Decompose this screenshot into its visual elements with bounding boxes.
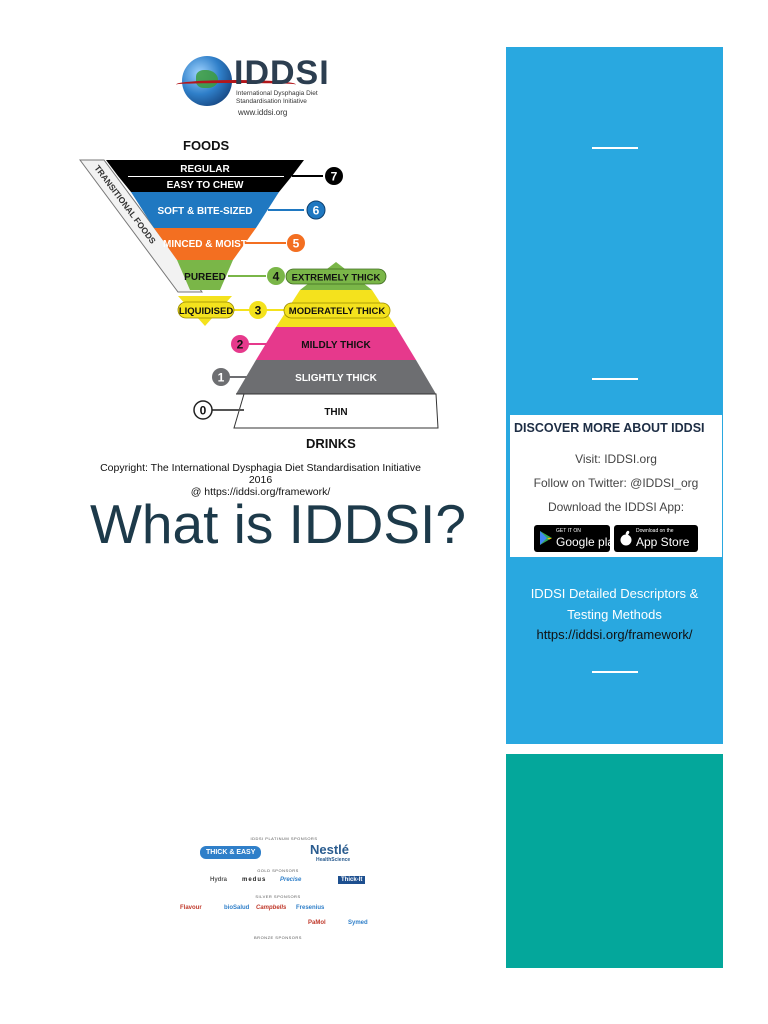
svg-text:MODERATELY THICK: MODERATELY THICK xyxy=(289,306,386,317)
level-6-badge xyxy=(306,200,326,220)
gold-heading: GOLD SPONSORS xyxy=(257,868,299,873)
svg-text:0: 0 xyxy=(200,404,207,418)
discover-box: DISCOVER MORE ABOUT IDDSI Visit: IDDSI.o… xyxy=(510,415,722,557)
platinum-heading: IDDSI PLATINUM SPONSORS xyxy=(250,836,318,841)
level-5-badge xyxy=(287,234,305,252)
level-1-badge xyxy=(212,368,230,386)
silver-heading: SILVER SPONSORS xyxy=(255,894,301,899)
level-slightly-thick xyxy=(236,360,436,394)
descriptors-heading: IDDSI Detailed Descriptors & Testing Met… xyxy=(530,586,699,622)
svg-text:MINCED & MOIST: MINCED & MOIST xyxy=(163,239,247,250)
iddsi-logo: IDDSI International Dysphagia Diet Stand… xyxy=(176,52,330,122)
level-7-badge xyxy=(325,167,343,185)
svg-text:SLIGHTLY THICK: SLIGHTLY THICK xyxy=(295,373,377,384)
svg-text:2: 2 xyxy=(237,338,244,352)
google-play-icon xyxy=(540,531,552,545)
divider xyxy=(592,378,638,380)
drinks-label: DRINKS xyxy=(306,436,356,451)
logo-subtitle: International Dysphagia Diet Standardisa… xyxy=(236,90,318,105)
svg-text:1: 1 xyxy=(218,371,225,385)
twitter-link[interactable]: Follow on Twitter: @IDDSI_org xyxy=(533,476,699,490)
svg-text:4: 4 xyxy=(273,270,280,284)
foods-label: FOODS xyxy=(183,138,230,153)
divider xyxy=(592,147,638,149)
app-store-button[interactable]: Download on the App Store xyxy=(614,525,698,552)
svg-text:REGULAR: REGULAR xyxy=(180,164,230,175)
info-sidebar: DISCOVER MORE ABOUT IDDSI Visit: IDDSI.o… xyxy=(506,47,723,744)
svg-text:THIN: THIN xyxy=(324,407,347,418)
copyright-notice: Copyright: The International Dysphagia D… xyxy=(100,462,421,498)
svg-text:MILDLY THICK: MILDLY THICK xyxy=(301,340,371,351)
logo-url: www.iddsi.org xyxy=(238,108,288,117)
apple-icon xyxy=(620,530,632,546)
level-mildly-thick xyxy=(256,327,416,360)
thick-easy-logo: THICK & EASY xyxy=(200,846,262,859)
level-0-badge xyxy=(193,400,213,420)
logo-wordmark: IDDSI xyxy=(234,54,330,92)
svg-text:PUREED: PUREED xyxy=(184,272,226,283)
level-4-badge xyxy=(267,267,285,285)
iddsi-framework-diagram: FOODS TRANSITIONAL FOODS 7 6 5 4 3 2 1 0… xyxy=(79,138,439,451)
divider xyxy=(592,671,638,673)
google-play-button[interactable]: GET IT ON Google play xyxy=(534,525,620,552)
level-regular xyxy=(106,160,304,176)
level-pureed xyxy=(177,260,233,290)
moderately-thick-pill xyxy=(283,302,391,319)
extremely-thick-pill xyxy=(285,268,387,285)
liquidised-pill xyxy=(177,301,235,319)
level-minced-moist xyxy=(154,228,256,260)
swoosh-graphic xyxy=(176,80,296,89)
sponsors-block: IDDSI PLATINUM SPONSORS THICK & EASY Nes… xyxy=(178,832,378,950)
svg-text:LIQUIDISED: LIQUIDISED xyxy=(179,306,234,317)
level-2-badge xyxy=(231,335,249,353)
svg-text:EXTREMELY THICK: EXTREMELY THICK xyxy=(292,273,381,284)
download-app-text: Download the IDDSI App: xyxy=(547,500,685,514)
svg-text:5: 5 xyxy=(293,237,300,251)
svg-text:6: 6 xyxy=(313,204,320,218)
svg-text:7: 7 xyxy=(331,170,338,184)
nestle-sub: HealthScience xyxy=(316,857,351,863)
visit-link[interactable]: Visit: IDDSI.org xyxy=(575,452,657,466)
svg-text:SOFT & BITE-SIZED: SOFT & BITE-SIZED xyxy=(158,206,253,217)
svg-text:3: 3 xyxy=(255,304,262,318)
teal-panel xyxy=(506,754,723,968)
transitional-foods-band xyxy=(79,159,203,293)
level-easy-to-chew xyxy=(118,176,292,192)
framework-link[interactable]: https://iddsi.org/framework/ xyxy=(536,627,693,642)
level-thin xyxy=(233,393,439,429)
svg-text:EASY TO CHEW: EASY TO CHEW xyxy=(167,180,244,191)
level-soft-bite-sized xyxy=(131,192,279,228)
discover-heading: DISCOVER MORE ABOUT IDDSI xyxy=(514,421,705,435)
page-title: What is IDDSI? xyxy=(90,493,466,555)
level-3-badge xyxy=(249,301,267,319)
nestle-logo: Nestlé xyxy=(310,842,350,857)
bronze-heading: BRONZE SPONSORS xyxy=(254,935,302,940)
